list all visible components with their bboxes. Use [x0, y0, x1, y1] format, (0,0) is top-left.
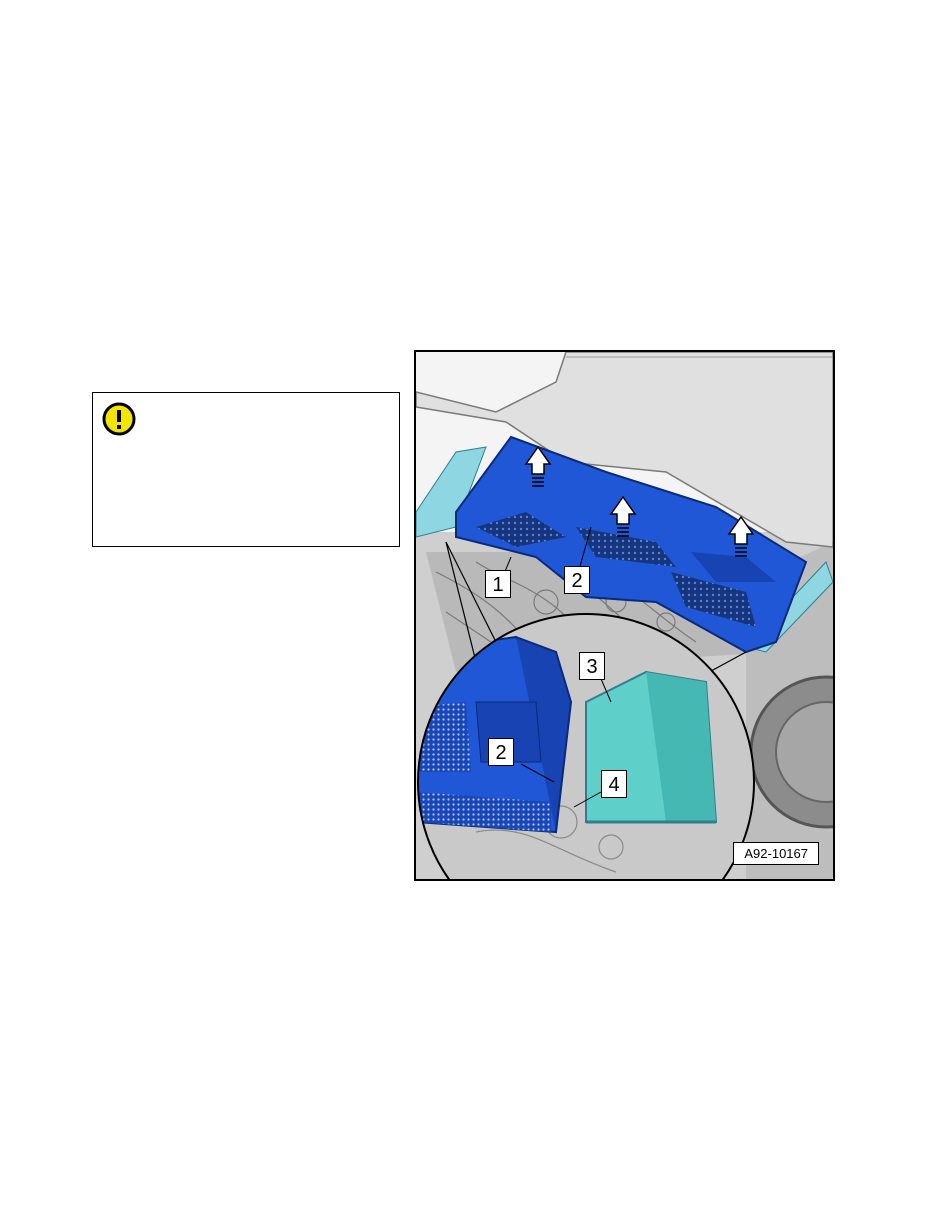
figure-reference-code: A92-10167 — [733, 842, 819, 865]
callout-1: 1 — [485, 570, 511, 598]
callout-2: 2 — [564, 566, 590, 594]
callout-4: 4 — [601, 770, 627, 798]
caution-box — [92, 392, 400, 547]
callout-3: 3 — [579, 652, 605, 680]
engine-bay-figure: 1 2 3 2 4 A92-10167 — [414, 350, 835, 881]
engine-bay-illustration — [416, 352, 833, 879]
callout-2-detail: 2 — [488, 738, 514, 766]
exclamation-warning-icon — [102, 402, 136, 436]
